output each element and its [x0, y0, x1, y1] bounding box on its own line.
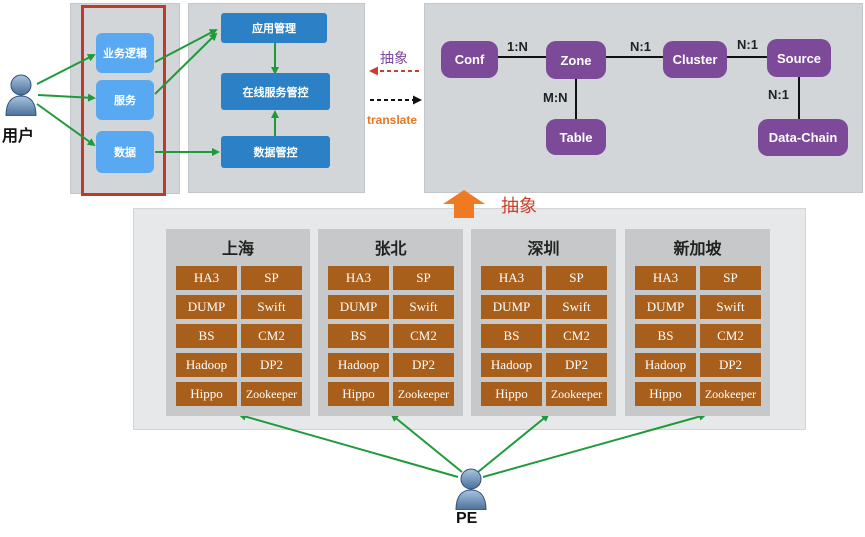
abstract-label: 抽象: [380, 51, 408, 67]
cell-hippo: Hippo: [481, 382, 542, 406]
abstract-up-arrow: [443, 190, 485, 218]
cell-swift: Swift: [546, 295, 607, 319]
zone-cluster-relation: N:1: [630, 39, 651, 54]
cell-hadoop: Hadoop: [176, 353, 237, 377]
online-service-control-box: 在线服务管控: [221, 73, 330, 110]
cell-dp2: DP2: [393, 353, 454, 377]
cell-dump: DUMP: [176, 295, 237, 319]
cell-hadoop: Hadoop: [481, 353, 542, 377]
region-title: 张北: [374, 239, 407, 258]
translate-label: translate: [367, 113, 418, 127]
cell-sp: SP: [700, 266, 761, 290]
left-panel-highlight: [81, 5, 166, 196]
service-box: 服务: [96, 80, 154, 120]
cell-dp2: DP2: [241, 353, 302, 377]
user-icon: [5, 74, 37, 116]
user-to-data-arrow: [36, 103, 96, 147]
cell-bs: BS: [481, 324, 542, 348]
model-panel: [424, 3, 863, 193]
pe-to-zhangbei-arrow: [390, 413, 463, 473]
cell-ha3: HA3: [481, 266, 542, 290]
cell-swift: Swift: [393, 295, 454, 319]
app-management-box: 应用管理: [221, 13, 327, 43]
business-logic-box: 业务逻辑: [96, 33, 154, 73]
region-singapore: 新加坡 HA3 SP DUMP Swift BS CM2 Hadoop DP2 …: [625, 229, 770, 416]
region-zhangbei: 张北 HA3 SP DUMP Swift BS CM2 Hadoop DP2 H…: [318, 229, 463, 416]
cell-cm2: CM2: [393, 324, 454, 348]
cluster-node: Cluster: [663, 41, 727, 78]
cell-bs: BS: [176, 324, 237, 348]
cell-bs: BS: [328, 324, 389, 348]
cell-dump: DUMP: [635, 295, 696, 319]
cell-ha3: HA3: [176, 266, 237, 290]
table-node: Table: [546, 119, 606, 155]
service-to-app-arrow: [154, 32, 218, 95]
pe-label: PE: [456, 510, 478, 527]
cell-bs: BS: [635, 324, 696, 348]
abstract-big-label: 抽象: [501, 196, 537, 217]
region-title: 上海: [221, 239, 254, 258]
cell-dp2: DP2: [546, 353, 607, 377]
region-title: 深圳: [527, 239, 560, 258]
source-datachain-relation: N:1: [768, 87, 789, 102]
cell-zookeeper: Zookeeper: [241, 382, 302, 406]
pe-to-shenzhen-arrow: [477, 413, 550, 473]
cell-hippo: Hippo: [328, 382, 389, 406]
cell-zookeeper: Zookeeper: [700, 382, 761, 406]
cell-hippo: Hippo: [635, 382, 696, 406]
data-control-box: 数据管控: [221, 136, 330, 168]
cell-hadoop: Hadoop: [635, 353, 696, 377]
user-to-service-arrow: [37, 93, 96, 102]
pe-to-shanghai-arrow: [238, 412, 459, 478]
region-shanghai: 上海 HA3 SP DUMP Swift BS CM2 Hadoop DP2 H…: [166, 229, 310, 416]
cell-cm2: CM2: [241, 324, 302, 348]
zone-node: Zone: [546, 41, 606, 79]
cell-dump: DUMP: [481, 295, 542, 319]
cell-cm2: CM2: [546, 324, 607, 348]
cell-swift: Swift: [700, 295, 761, 319]
cluster-source-relation: N:1: [737, 37, 758, 52]
region-title: 新加坡: [673, 239, 722, 258]
conf-node: Conf: [441, 41, 498, 78]
pe-user-icon: [455, 468, 487, 510]
cell-hippo: Hippo: [176, 382, 237, 406]
cell-zookeeper: Zookeeper: [546, 382, 607, 406]
region-shenzhen: 深圳 HA3 SP DUMP Swift BS CM2 Hadoop DP2 H…: [471, 229, 616, 416]
cell-ha3: HA3: [328, 266, 389, 290]
conf-zone-relation: 1:N: [507, 39, 528, 54]
cell-ha3: HA3: [635, 266, 696, 290]
user-label: 用户: [2, 126, 35, 145]
cell-dump: DUMP: [328, 295, 389, 319]
cell-sp: SP: [393, 266, 454, 290]
logic-to-app-arrow: [154, 29, 218, 63]
cell-dp2: DP2: [700, 353, 761, 377]
pe-to-singapore-arrow: [482, 412, 707, 478]
cell-zookeeper: Zookeeper: [393, 382, 454, 406]
cell-sp: SP: [546, 266, 607, 290]
cell-sp: SP: [241, 266, 302, 290]
zone-table-relation: M:N: [543, 90, 568, 105]
cell-cm2: CM2: [700, 324, 761, 348]
data-chain-node: Data-Chain: [758, 119, 848, 156]
data-box: 数据: [96, 131, 154, 173]
source-node: Source: [767, 39, 831, 77]
cell-swift: Swift: [241, 295, 302, 319]
cell-hadoop: Hadoop: [328, 353, 389, 377]
user-to-logic-arrow: [36, 54, 96, 85]
